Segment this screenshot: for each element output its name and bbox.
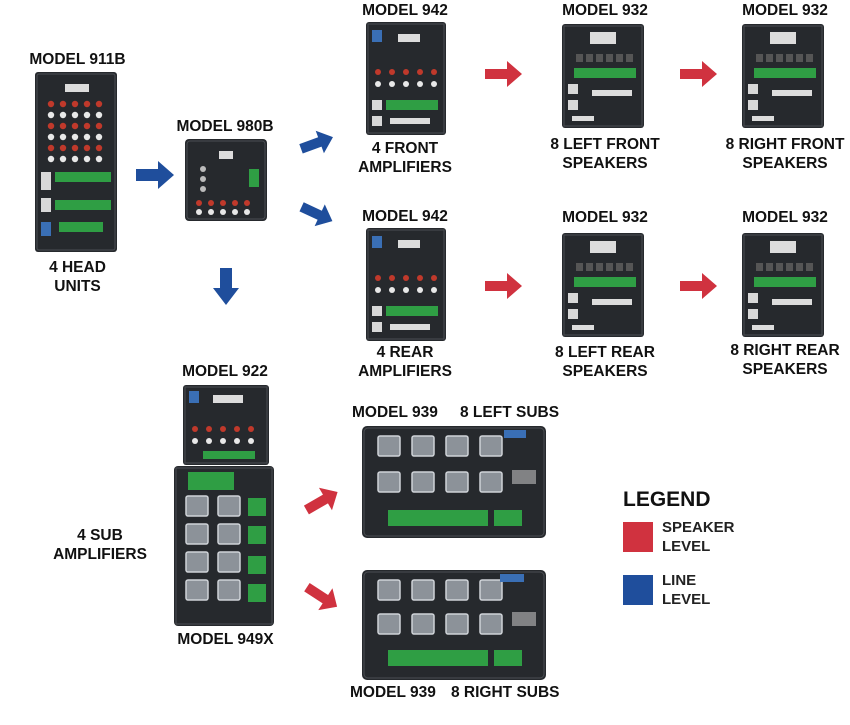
lf-speakers-line2: SPEAKERS	[562, 155, 648, 172]
model-980b-board	[185, 139, 267, 221]
line-level-swatch	[623, 575, 653, 605]
model-932-lr-label: MODEL 932	[562, 209, 648, 226]
model-942-rear-board	[366, 228, 446, 341]
sub-amps-label: 4 SUB AMPLIFIERS	[40, 526, 160, 564]
lr-speakers-line1: 8 LEFT REAR	[555, 344, 655, 361]
model-949x-label: MODEL 949X	[177, 631, 274, 648]
model-932-lf-board	[562, 24, 644, 128]
rr-speakers-line1: 8 RIGHT REAR	[730, 342, 840, 359]
line-level-line1: LINE	[662, 572, 697, 589]
speaker-level-arrow-lr-932-to-rr-932	[680, 273, 717, 299]
speaker-level-arrow-front-942-to-932	[485, 61, 522, 87]
rear-amps-line2: AMPLIFIERS	[358, 363, 452, 380]
left-subs-label: 8 LEFT SUBS	[460, 404, 560, 421]
speaker-level-arrow-rear-942-to-932	[485, 273, 522, 299]
legend-title: LEGEND	[623, 488, 711, 511]
lr-speakers-line2: SPEAKERS	[562, 363, 648, 380]
model-922-board	[183, 385, 269, 465]
rear-amps-line1: 4 REAR	[376, 344, 434, 361]
model-949x-board	[174, 466, 274, 626]
right-subs-label: 8 RIGHT SUBS	[451, 684, 560, 701]
line-level-arrow-980b-to-922	[213, 268, 239, 305]
speaker-level-arrow-lf-932-to-rf-932	[680, 61, 717, 87]
lr-speakers-label: 8 LEFT REAR SPEAKERS	[530, 343, 680, 381]
rr-speakers-label: 8 RIGHT REAR SPEAKERS	[710, 341, 850, 379]
model-980b-label: MODEL 980B	[176, 118, 274, 135]
rf-speakers-label: 8 RIGHT FRONT SPEAKERS	[710, 135, 850, 173]
speaker-level-arrow-949x-to-bottom-939	[304, 583, 338, 611]
line-level-arrow-980b-to-front-942	[299, 130, 333, 154]
model-942-front-label: MODEL 942	[362, 2, 448, 19]
rear-amps-label: 4 REAR AMPLIFIERS	[335, 343, 475, 381]
model-911b-label: MODEL 911B	[29, 51, 126, 68]
model-932-rf-label: MODEL 932	[742, 2, 828, 19]
model-932-rr-board	[742, 233, 824, 337]
model-939-bottom-board	[362, 570, 546, 680]
model-932-lr-board	[562, 233, 644, 337]
speaker-level-swatch	[623, 522, 653, 552]
line-level-label: LINE LEVEL	[662, 571, 710, 609]
model-942-front-board	[366, 22, 446, 135]
line-level-line2: LEVEL	[662, 591, 711, 608]
speaker-level-line2: LEVEL	[662, 538, 711, 555]
rf-speakers-line2: SPEAKERS	[742, 155, 828, 172]
model-939-bottom-label: MODEL 939	[350, 684, 436, 701]
speaker-level-label: SPEAKER LEVEL	[662, 518, 735, 556]
model-942-rear-label: MODEL 942	[362, 208, 448, 225]
head-units-line2: UNITS	[54, 278, 101, 295]
line-level-arrow-980b-to-rear-942	[299, 202, 333, 227]
model-932-lf-label: MODEL 932	[562, 2, 648, 19]
speaker-level-line1: SPEAKER	[662, 519, 735, 536]
model-932-rr-label: MODEL 932	[742, 209, 828, 226]
sub-amps-line1: 4 SUB	[77, 527, 123, 544]
model-939-top-board	[362, 426, 546, 538]
model-932-rf-board	[742, 24, 824, 128]
lf-speakers-label: 8 LEFT FRONT SPEAKERS	[530, 135, 680, 173]
model-911b-board	[35, 72, 117, 252]
model-922-label: MODEL 922	[182, 363, 268, 380]
head-units-label: 4 HEAD UNITS	[20, 258, 135, 296]
line-level-arrow-911b-to-980b	[136, 161, 174, 189]
rr-speakers-line2: SPEAKERS	[742, 361, 828, 378]
front-amps-label: 4 FRONT AMPLIFIERS	[335, 139, 475, 177]
lf-speakers-line1: 8 LEFT FRONT	[550, 136, 660, 153]
model-939-top-label: MODEL 939	[352, 404, 438, 421]
front-amps-line2: AMPLIFIERS	[358, 159, 452, 176]
rf-speakers-line1: 8 RIGHT FRONT	[725, 136, 845, 153]
sub-amps-line2: AMPLIFIERS	[53, 546, 147, 563]
front-amps-line1: 4 FRONT	[371, 140, 439, 157]
head-units-line1: 4 HEAD	[49, 259, 106, 276]
speaker-level-arrow-949x-to-top-939	[303, 487, 338, 515]
